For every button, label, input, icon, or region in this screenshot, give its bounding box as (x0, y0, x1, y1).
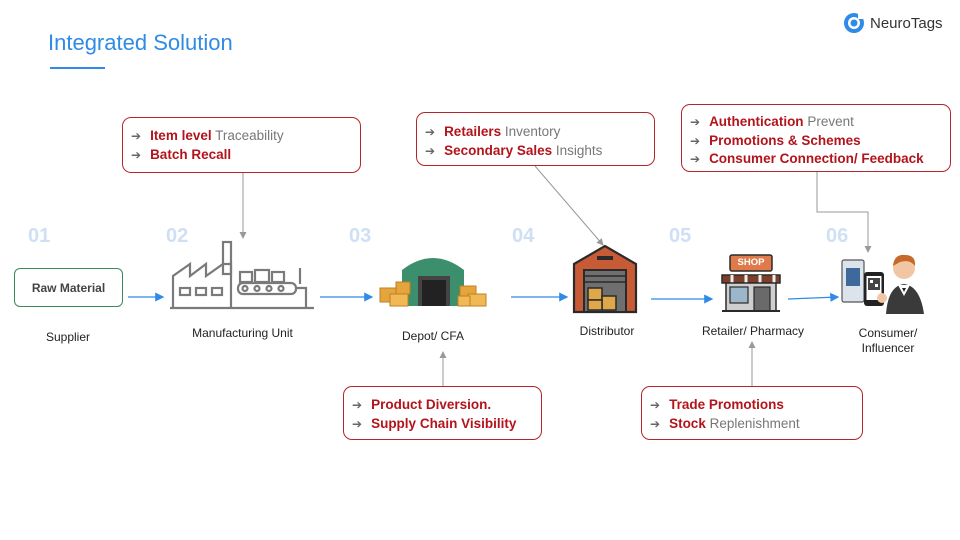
callout-line: ➔Stock Replenishment (650, 415, 800, 431)
callout-distributor: ➔Retailers Inventory ➔Secondary Sales In… (416, 112, 655, 166)
consumer-scanning-icon (841, 254, 924, 314)
brand-logo: NeuroTags (843, 12, 943, 34)
callout-connector-consumer (816, 172, 872, 253)
callout-line: ➔Retailers Inventory (425, 124, 561, 139)
stage-number: 01 (28, 225, 51, 247)
title-underline (50, 67, 105, 69)
stage-number: 05 (669, 225, 692, 247)
bullet-arrow-icon: ➔ (690, 115, 701, 129)
callout-connector-distributor (534, 165, 604, 246)
stage-label-distributor: Distributor (579, 324, 635, 338)
flow-arrow-5 (787, 292, 840, 302)
callout-line: ➔Item level Traceability (131, 128, 284, 143)
bullet-arrow-icon: ➔ (650, 416, 661, 431)
warehouse-icon (379, 258, 487, 307)
stage-number: 06 (826, 225, 849, 247)
callout-manufacturing: ➔Item level Traceability ➔Batch Recall (122, 117, 361, 173)
bullet-arrow-icon: ➔ (690, 133, 701, 148)
callout-line: ➔Product Diversion. (352, 397, 492, 412)
factory-icon (170, 240, 314, 310)
callout-line: ➔Supply Chain Visibility (352, 415, 517, 431)
stage-label-depot: Depot/ CFA (401, 329, 465, 343)
bullet-arrow-icon: ➔ (425, 143, 436, 158)
page-title: Integrated Solution (48, 30, 233, 55)
bullet-arrow-icon: ➔ (131, 147, 142, 162)
neurotags-logo-icon (844, 13, 864, 33)
bullet-arrow-icon: ➔ (690, 152, 701, 166)
bullet-arrow-icon: ➔ (425, 125, 436, 139)
shop-sign-text: SHOP (737, 257, 765, 268)
stage-label-consumer: Consumer/ Influencer (836, 326, 940, 356)
raw-material-box: Raw Material (14, 268, 123, 307)
callout-line: ➔Secondary Sales Insights (425, 142, 603, 158)
bullet-arrow-icon: ➔ (650, 398, 661, 412)
bullet-arrow-icon: ➔ (352, 416, 363, 431)
callout-consumer: ➔Authentication Prevent ➔Promotions & Sc… (681, 104, 951, 172)
stage-label-consumer-line1: Consumer/ (858, 326, 918, 340)
bullet-arrow-icon: ➔ (352, 398, 363, 412)
stage-number: 03 (349, 225, 372, 247)
shop-building-icon (721, 254, 781, 312)
brand-name: NeuroTags (870, 14, 943, 32)
callout-line: ➔Authentication Prevent (690, 114, 854, 129)
callout-line: ➔Promotions & Schemes (690, 132, 861, 148)
callout-depot: ➔Product Diversion. ➔Supply Chain Visibi… (343, 386, 542, 440)
stage-number: 02 (166, 225, 189, 247)
callout-line: ➔Consumer Connection/ Feedback (690, 151, 924, 166)
distributor-warehouse-icon (572, 244, 638, 314)
callout-line: ➔Batch Recall (131, 146, 232, 162)
shop-icon: SHOP (720, 253, 782, 313)
stage-label-manufacturing: Manufacturing Unit (192, 326, 293, 340)
callout-line: ➔Trade Promotions (650, 397, 784, 412)
stage-label-supplier: Supplier (45, 330, 91, 344)
stage-label-retailer: Retailer/ Pharmacy (701, 324, 805, 338)
stage-label-consumer-line2: Influencer (861, 341, 915, 355)
bullet-arrow-icon: ➔ (131, 129, 142, 143)
stage-number: 04 (512, 225, 535, 247)
callout-retailer: ➔Trade Promotions ➔Stock Replenishment (641, 386, 863, 440)
